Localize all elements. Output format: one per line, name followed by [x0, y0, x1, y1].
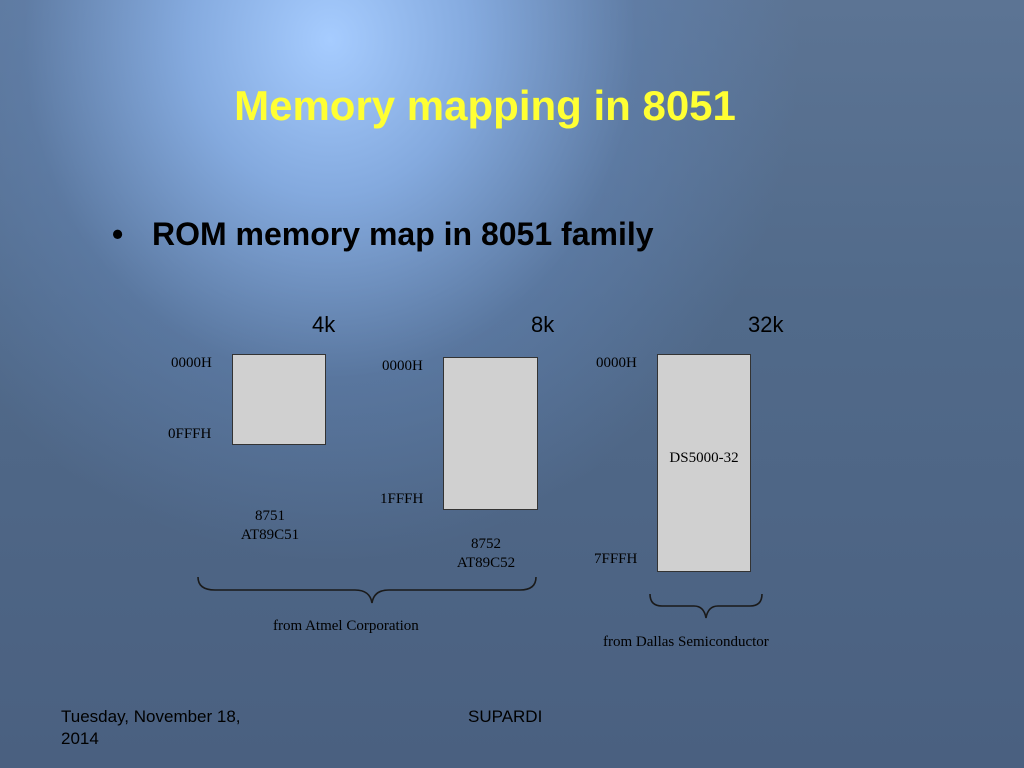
chip-name-ds5000-32: DS5000-32: [669, 450, 739, 466]
bullet-text: ROM memory map in 8051 family: [152, 216, 654, 252]
bullet-item: • ROM memory map in 8051 family: [112, 216, 654, 253]
memory-block-4k: [232, 354, 326, 445]
addr-4k-start: 0000H: [171, 355, 212, 371]
brace-dallas: [649, 593, 763, 619]
slide-title: Memory mapping in 8051: [234, 82, 736, 129]
addr-8k-end: 1FFFH: [380, 491, 424, 507]
chip-name-8751: 8751: [255, 508, 285, 524]
addr-8k-start: 0000H: [382, 358, 423, 374]
addr-32k-end: 7FFFH: [594, 551, 638, 567]
chip-name-at89c52: AT89C52: [456, 555, 516, 571]
size-label-4k: 4k: [312, 312, 336, 337]
memory-block-32k: [657, 354, 751, 572]
footer-date: Tuesday, November 18, 2014: [61, 706, 241, 750]
chip-name-at89c51: AT89C51: [240, 527, 300, 543]
chip-name-8752: 8752: [471, 536, 501, 552]
chip-label-8k: 8752 AT89C52: [446, 535, 526, 573]
addr-32k-start: 0000H: [596, 355, 637, 371]
chip-label-4k: 8751 AT89C51: [230, 507, 310, 545]
footer-date-line1: Tuesday, November 18,: [61, 707, 241, 726]
footer-date-line2: 2014: [61, 729, 99, 748]
bullet-dot: •: [112, 216, 124, 252]
memory-block-8k: [443, 357, 538, 510]
footer-author: SUPARDI: [468, 707, 543, 726]
group-label-dallas: from Dallas Semiconductor: [603, 634, 769, 650]
size-label-32k: 32k: [748, 312, 784, 337]
group-label-atmel: from Atmel Corporation: [273, 618, 419, 634]
brace-atmel: [197, 576, 537, 604]
size-label-8k: 8k: [531, 312, 555, 337]
addr-4k-end: 0FFFH: [168, 426, 212, 442]
